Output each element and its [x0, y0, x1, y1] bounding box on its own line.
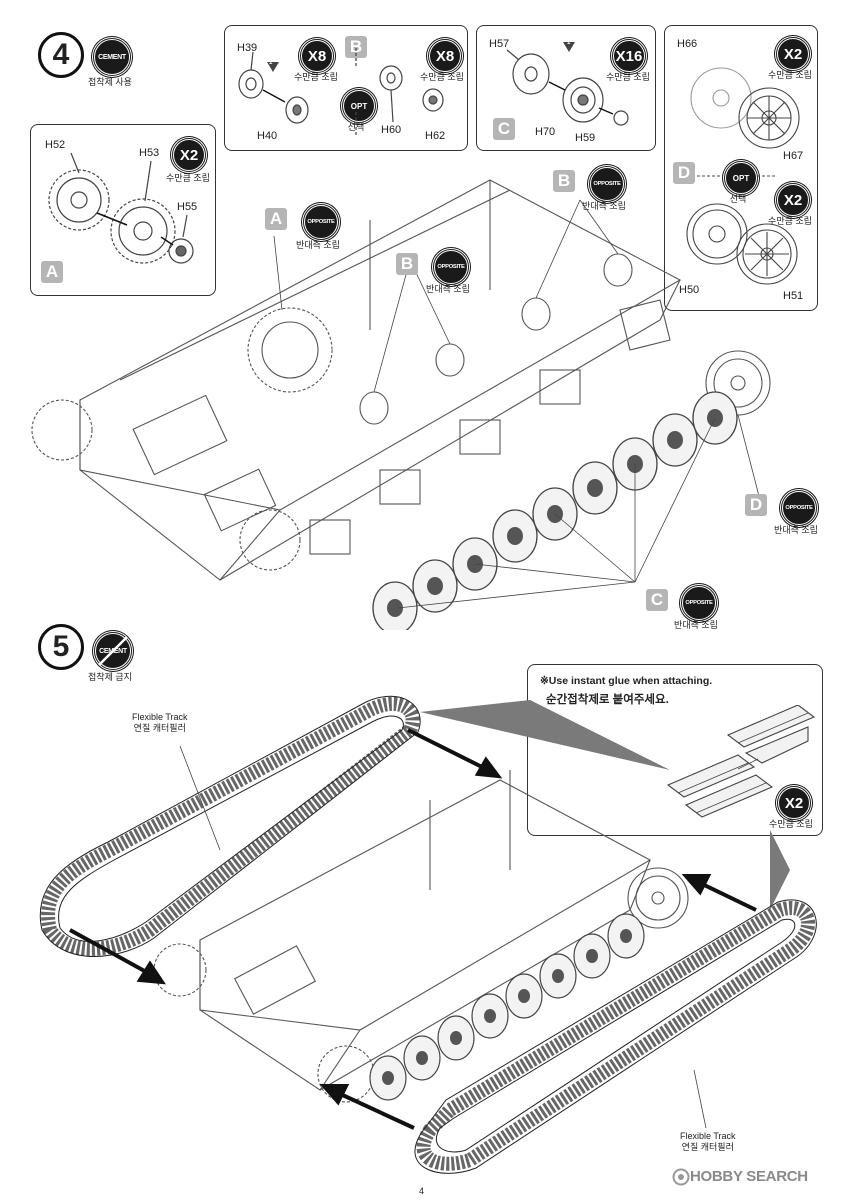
opposite-badge: OPPOSITE	[780, 489, 818, 527]
cement-badge: CEMENT	[92, 37, 132, 77]
opposite-caption: 반대측 조립	[582, 201, 626, 211]
prohibited-slash-icon	[98, 636, 128, 666]
part-label: H53	[139, 147, 160, 159]
track-label-en: Flexible Track	[132, 712, 188, 722]
callout-letter: A	[265, 208, 287, 230]
quantity-caption: 수만큼 조립	[768, 70, 812, 80]
callout-letter: B	[396, 253, 418, 275]
track-link-detail-drawing	[666, 705, 816, 818]
part-label: H51	[783, 290, 804, 302]
cement-caption: 접착제 사용	[88, 77, 132, 87]
subassembly-letter: B	[345, 36, 367, 58]
subassembly-panel-d: H66 H67 H50 H51 X2 수만큼 조립 X2 수만큼 조립 D OP…	[664, 25, 818, 311]
callout-letter: D	[745, 494, 767, 516]
track-label-top: Flexible Track 연질 캐터필러	[132, 712, 188, 734]
sprocket-drawing	[48, 152, 194, 264]
glue-detail-panel: ※Use instant glue when attaching. 순간접착제로…	[527, 664, 823, 836]
quantity-caption: 수만큼 조립	[420, 72, 464, 82]
opposite-caption: 반대측 조립	[674, 620, 718, 630]
glue-note-en: ※Use instant glue when attaching.	[540, 675, 713, 687]
callout-letter: C	[646, 589, 668, 611]
opposite-caption: 반대측 조립	[774, 525, 818, 535]
alignment-marker: 1	[269, 60, 273, 66]
part-label: H67	[783, 150, 804, 162]
part-label: H70	[535, 126, 556, 138]
part-label: H59	[575, 132, 596, 144]
subassembly-letter: D	[673, 162, 695, 184]
part-label: H40	[257, 130, 278, 142]
opposite-badge: OPPOSITE	[588, 165, 626, 203]
idler-spoke-drawing	[686, 67, 800, 285]
option-badge: OPT	[341, 88, 377, 124]
quantity-badge: X16	[611, 38, 647, 74]
quantity-badge: X2	[775, 182, 811, 218]
part-label: H52	[45, 139, 66, 151]
track-label-ko: 연질 캐터필러	[133, 723, 186, 733]
quantity-caption: 수만큼 조립	[768, 216, 812, 226]
track-label-bottom: Flexible Track 연질 캐터필러	[680, 1131, 736, 1153]
hobbysearch-watermark: HOBBY SEARCH	[690, 1168, 808, 1185]
part-label: H66	[677, 38, 698, 50]
quantity-badge: X2	[171, 137, 207, 173]
option-badge: OPT	[723, 160, 759, 196]
part-label: H39	[237, 42, 258, 54]
alignment-marker: 1	[567, 40, 571, 46]
quantity-badge: X2	[775, 36, 811, 72]
subassembly-panel-a: H52 H53 H55 X2 수만큼 조립 A	[30, 124, 216, 296]
opposite-badge: OPPOSITE	[302, 203, 340, 241]
idler-wheel-drawing	[238, 48, 444, 136]
part-label: H50	[679, 284, 700, 296]
opposite-badge: OPPOSITE	[432, 248, 470, 286]
track-label-ko: 연질 캐터필러	[681, 1142, 734, 1152]
part-label: H55	[177, 201, 198, 213]
hull-suspension-drawing	[31, 179, 771, 630]
part-label: H62	[425, 130, 446, 142]
quantity-caption: 수만큼 조립	[166, 173, 210, 183]
quantity-badge: X2	[776, 785, 812, 821]
glue-note-ko: 순간접착제로 붙여주세요.	[546, 694, 669, 706]
quantity-caption: 수만큼 조립	[294, 72, 338, 82]
subassembly-panel-c: H57 H70 H59 X16 수만큼 조립 C 1	[476, 25, 656, 151]
hull-track-drawing	[39, 695, 817, 1174]
quantity-badge: X8	[299, 38, 335, 74]
subassembly-letter: A	[41, 261, 63, 283]
quantity-caption: 수만큼 조립	[606, 72, 650, 82]
callout-letter: B	[553, 170, 575, 192]
subassembly-panel-b: H39 H40 H60 H62 X8 수만큼 조립 X8 수만큼 조립 B OP…	[224, 25, 468, 151]
subassembly-letter: C	[493, 118, 515, 140]
opposite-caption: 반대측 조립	[426, 284, 470, 294]
watermark-logo-icon	[672, 1168, 690, 1186]
track-label-en: Flexible Track	[680, 1131, 736, 1141]
part-label: H57	[489, 38, 510, 50]
opposite-caption: 반대측 조립	[296, 240, 340, 250]
opposite-badge: OPPOSITE	[680, 584, 718, 622]
quantity-caption: 수만큼 조립	[769, 819, 813, 829]
no-cement-caption: 접착제 금지	[88, 672, 132, 682]
page-number: 4	[419, 1186, 425, 1196]
step-4-number: 4	[38, 32, 84, 78]
option-caption: 선택	[729, 194, 747, 204]
road-wheel-drawing	[506, 42, 629, 126]
part-label: H60	[381, 124, 402, 136]
quantity-badge: X8	[427, 38, 463, 74]
step-5-number: 5	[38, 624, 84, 670]
